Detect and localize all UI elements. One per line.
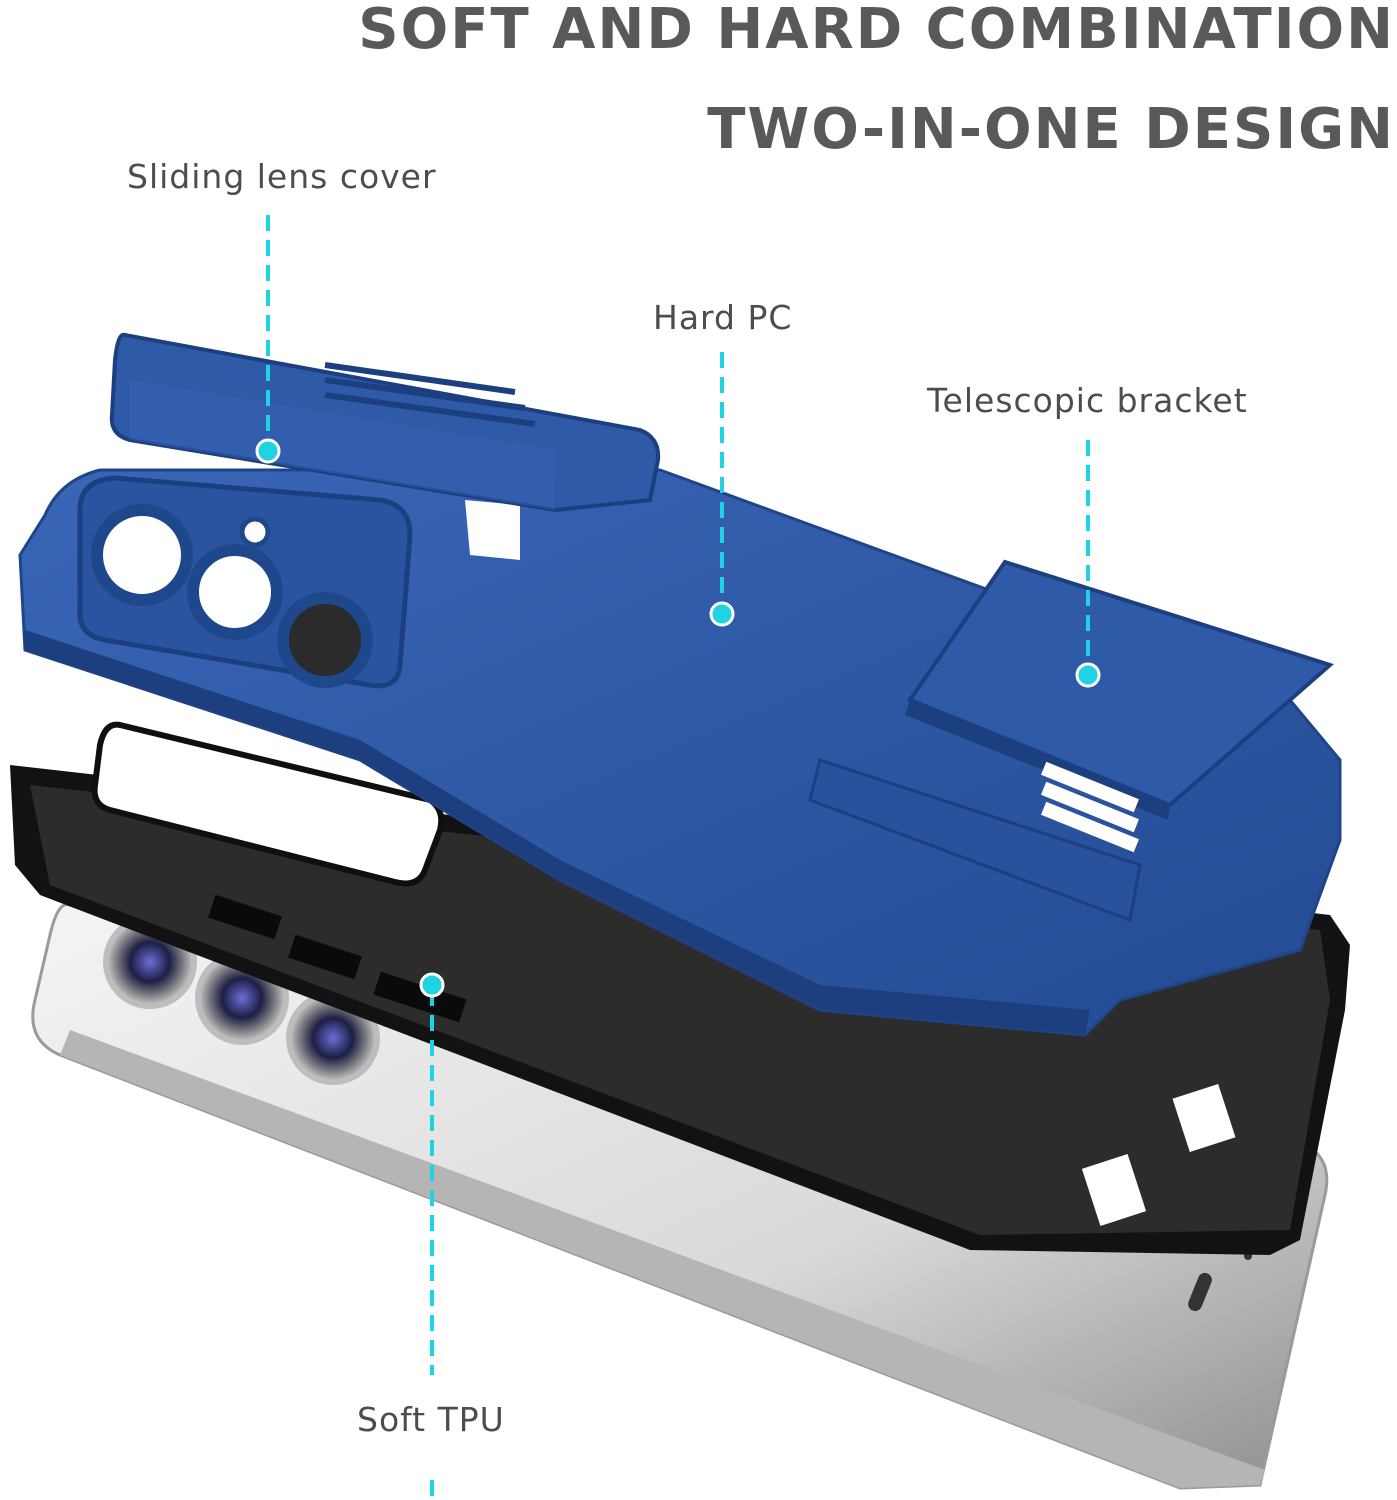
callout-soft-tpu: Soft TPU — [357, 1400, 505, 1439]
callout-hard-pc: Hard PC — [653, 298, 793, 337]
headline-line-2: TWO-IN-ONE DESIGN — [707, 97, 1395, 162]
sliding-lens-cover — [109, 332, 661, 513]
leader-lines — [255, 215, 1101, 1500]
leader-dot-bracket — [1075, 662, 1101, 688]
telescopic-bracket — [808, 559, 1334, 923]
leader-dot-soft-tpu — [419, 972, 445, 998]
phone-body — [31, 902, 1329, 1490]
headline-line-1: SOFT AND HARD COMBINATION — [358, 0, 1395, 62]
leader-dot-lens-cover — [255, 438, 281, 464]
callout-sliding-lens-cover: Sliding lens cover — [127, 157, 437, 196]
callout-telescopic-bracket: Telescopic bracket — [927, 381, 1248, 420]
leader-dot-hard-pc — [709, 601, 735, 627]
